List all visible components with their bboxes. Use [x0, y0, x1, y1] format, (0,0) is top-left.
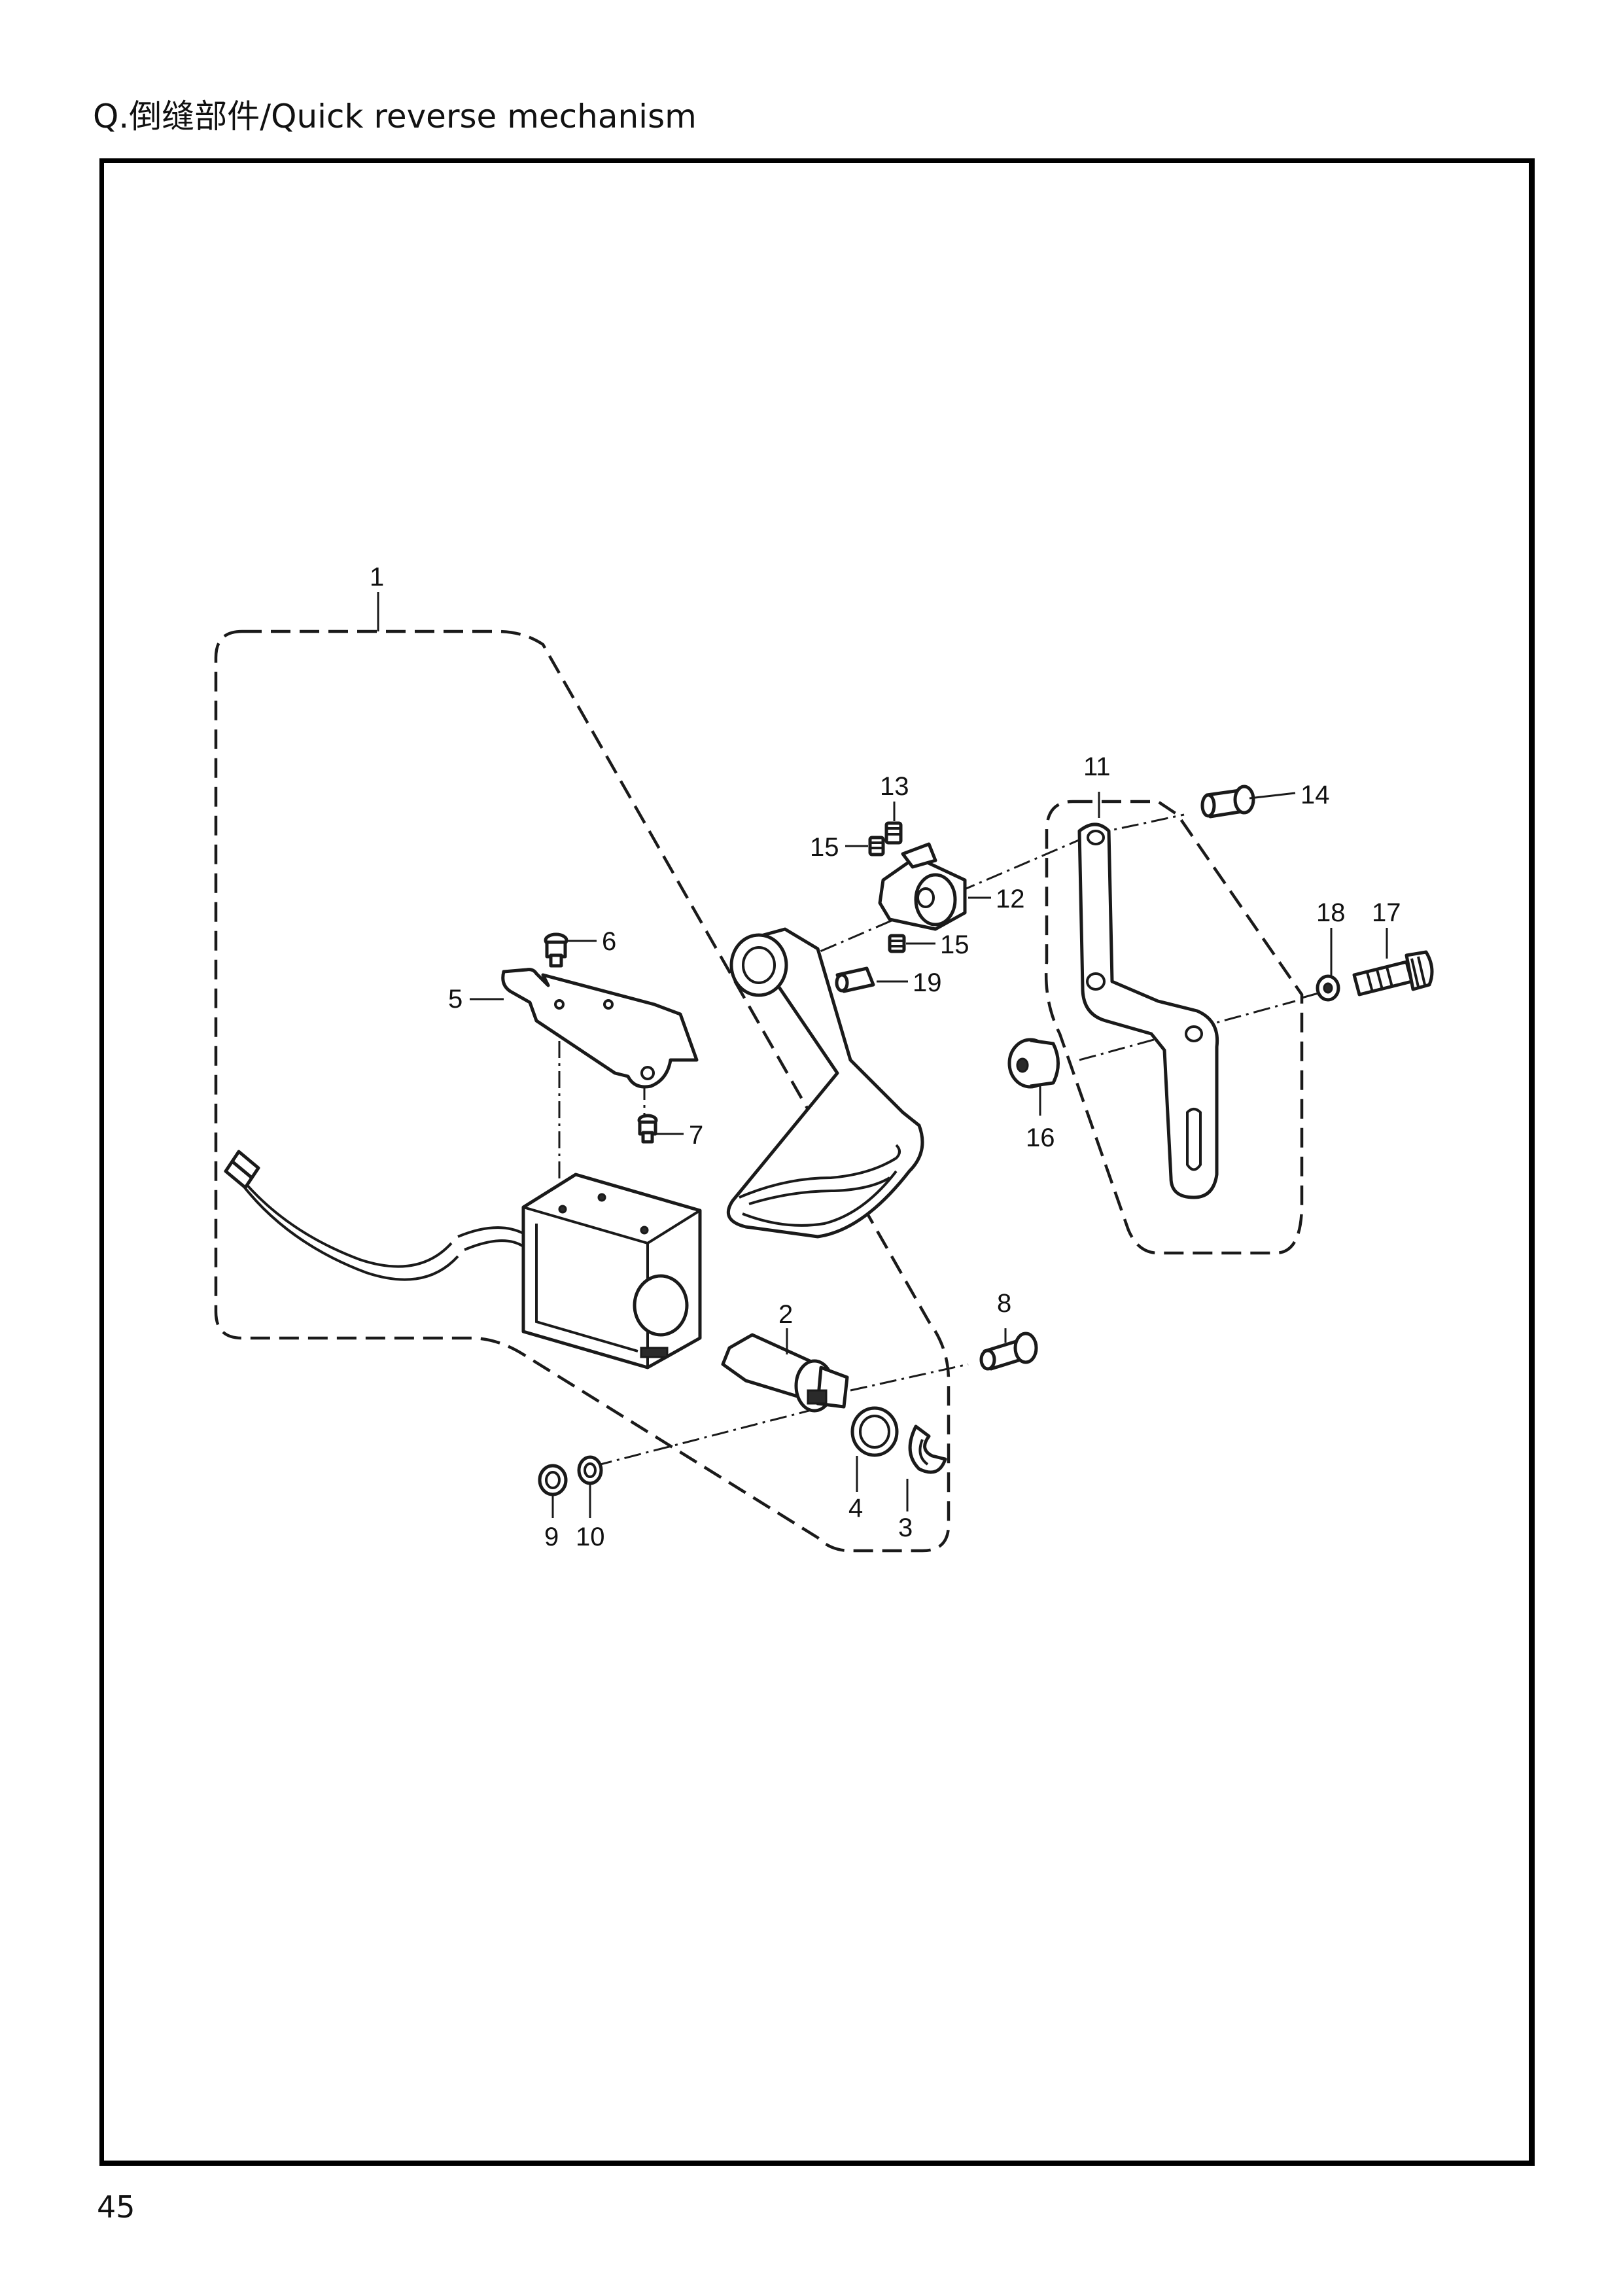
- group-1-boundary: [214, 629, 951, 1553]
- page-number: 45: [97, 2189, 135, 2225]
- part-15-set-screw-bottom: [888, 934, 906, 953]
- callout-2: 2: [778, 1300, 793, 1329]
- callout-15-bottom: 15: [940, 930, 969, 959]
- diagram-frame: [99, 158, 1535, 2166]
- part-15-set-screw-top: [868, 836, 885, 857]
- callout-5: 5: [448, 985, 462, 1014]
- callout-4: 4: [848, 1494, 863, 1523]
- callout-8: 8: [997, 1289, 1011, 1318]
- callout-17: 17: [1372, 898, 1401, 927]
- group-11-boundary: [1044, 800, 1304, 1255]
- part-1-solenoid: [224, 1150, 702, 1369]
- part-10-washer: [577, 1455, 603, 1485]
- part-19-set-screw: [835, 966, 875, 993]
- callout-3: 3: [898, 1513, 913, 1542]
- callout-13: 13: [880, 772, 909, 801]
- part-14-pin: [1200, 785, 1255, 819]
- callout-18: 18: [1316, 898, 1346, 927]
- part-13-set-screw: [884, 821, 903, 845]
- part-5-mounting-plate: [501, 968, 699, 1089]
- part-4-washer: [850, 1406, 899, 1457]
- part-17-shoulder-screw: [1352, 950, 1434, 997]
- page-title: Q.倒缝部件/Quick reverse mechanism: [93, 97, 697, 135]
- callout-15-top: 15: [810, 833, 839, 862]
- callout-1: 1: [370, 563, 384, 592]
- callout-11: 11: [1083, 752, 1111, 781]
- part-7-screw: [637, 1114, 658, 1144]
- callout-19: 19: [913, 968, 942, 997]
- callout-16: 16: [1026, 1123, 1055, 1152]
- part-16-bushing: [1007, 1038, 1060, 1089]
- part-8-pin: [979, 1332, 1038, 1371]
- part-18-washer: [1316, 974, 1340, 1002]
- callout-14: 14: [1300, 781, 1330, 809]
- callout-12: 12: [996, 885, 1025, 913]
- leader-lines: [377, 592, 1388, 1518]
- part-2-plunger: [721, 1333, 849, 1413]
- part-3-e-ring: [908, 1424, 947, 1474]
- linkage-arm: [726, 927, 924, 1239]
- callout-10: 10: [576, 1523, 605, 1551]
- callout-6: 6: [602, 927, 616, 956]
- part-9-washer: [538, 1464, 568, 1496]
- part-11-reverse-lever: [1077, 822, 1219, 1199]
- callout-7: 7: [689, 1121, 703, 1150]
- part-12-connecting-block: [878, 842, 967, 931]
- callout-9: 9: [544, 1523, 559, 1551]
- part-6-screw: [544, 932, 568, 968]
